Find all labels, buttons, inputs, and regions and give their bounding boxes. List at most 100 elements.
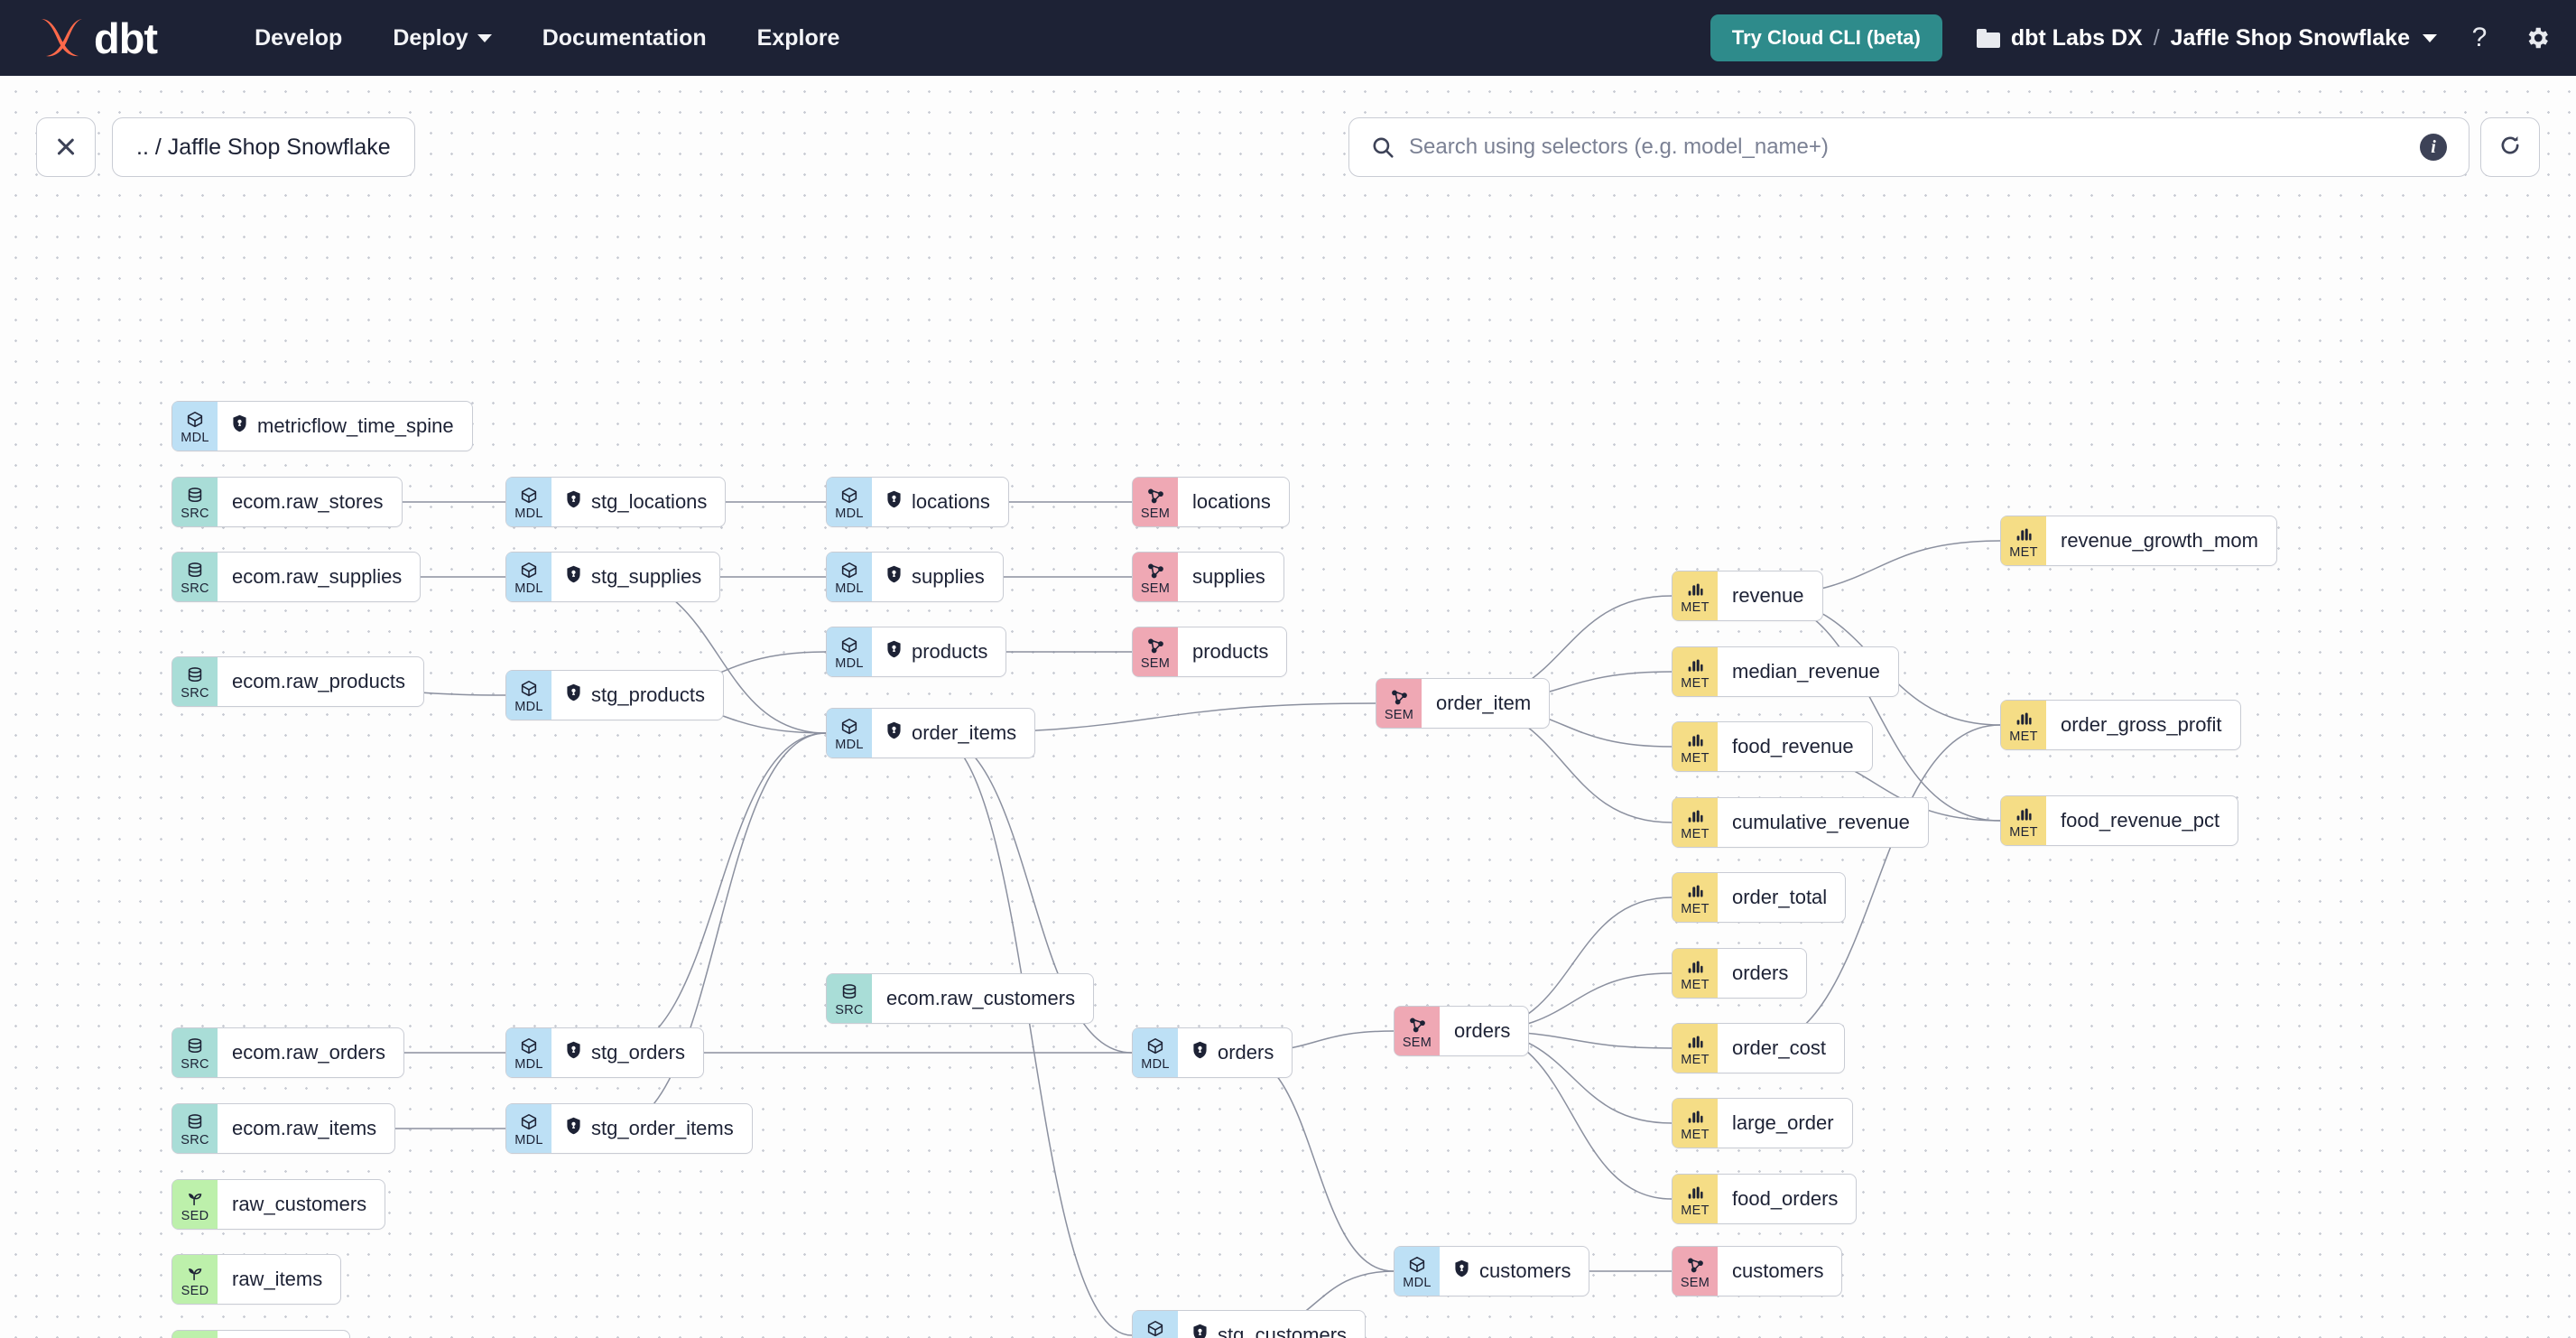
search-bar[interactable]: i xyxy=(1348,117,2469,177)
node-body: orders xyxy=(1718,949,1806,998)
semantic-model-icon xyxy=(1144,485,1167,506)
node-label: order_items xyxy=(912,721,1017,744)
node-type-badge-met: MET xyxy=(1673,1024,1718,1073)
node-body: large_order xyxy=(1718,1099,1852,1148)
graph-node-sem_orders[interactable]: SEM orders xyxy=(1394,1006,1530,1056)
semantic-model-icon xyxy=(1144,635,1167,656)
node-type-badge-mdl: MDL xyxy=(506,1028,551,1077)
gear-icon[interactable] xyxy=(2522,23,2553,53)
breadcrumb[interactable]: .. / Jaffle Shop Snowflake xyxy=(112,117,415,177)
model-icon xyxy=(1405,1254,1429,1276)
chevron-down-icon xyxy=(477,33,492,42)
node-body: revenue xyxy=(1718,571,1822,620)
refresh-button[interactable] xyxy=(2480,117,2540,177)
node-body: ecom.raw_orders xyxy=(218,1028,403,1077)
node-body: metricflow_time_spine xyxy=(218,402,472,451)
metric-icon xyxy=(1683,729,1707,751)
node-label: orders xyxy=(1732,962,1789,984)
node-type-badge-sem: SEM xyxy=(1673,1247,1718,1296)
node-body: cumulative_revenue xyxy=(1718,798,1928,847)
model-icon xyxy=(1144,1036,1167,1057)
node-type-badge-mdl: MDL xyxy=(506,671,551,720)
node-type-badge-mdl: MDL xyxy=(1133,1311,1178,1338)
node-type-badge-met: MET xyxy=(1673,873,1718,922)
node-type-label: SEM xyxy=(1680,1276,1710,1291)
search-input[interactable] xyxy=(1409,135,2420,160)
node-type-badge-sem: SEM xyxy=(1395,1007,1440,1055)
node-type-label: MET xyxy=(1681,1128,1710,1143)
contract-shield-icon xyxy=(566,490,581,514)
node-label: cumulative_revenue xyxy=(1732,811,1910,833)
chevron-down-icon[interactable] xyxy=(2423,33,2437,42)
account-name[interactable]: dbt Labs DX xyxy=(2010,24,2143,51)
contract-shield-icon xyxy=(232,414,247,438)
node-label: orders xyxy=(1454,1019,1511,1042)
node-type-label: MET xyxy=(1681,827,1710,842)
node-type-label: SEM xyxy=(1384,708,1414,723)
model-icon xyxy=(838,485,861,506)
edge-stg_orders-to-mdl_order_items xyxy=(609,732,827,1054)
nav-item-explore[interactable]: Explore xyxy=(732,16,866,60)
semantic-model-icon xyxy=(1387,686,1411,708)
source-icon xyxy=(183,485,207,506)
project-name[interactable]: Jaffle Shop Snowflake xyxy=(2170,24,2410,51)
contract-shield-icon xyxy=(1192,1041,1208,1064)
node-label: revenue_growth_mom xyxy=(2061,529,2258,552)
nav-item-develop[interactable]: Develop xyxy=(229,16,367,60)
lineage-canvas[interactable]: .. / Jaffle Shop Snowflake i MDLmetricfl… xyxy=(0,76,2576,1338)
close-button[interactable] xyxy=(36,117,96,177)
dbt-logo[interactable]: dbt xyxy=(34,15,158,60)
nav-item-documentation[interactable]: Documentation xyxy=(517,16,732,60)
graph-node-met_large_order[interactable]: MET large_order xyxy=(1672,1098,1853,1148)
help-icon[interactable]: ? xyxy=(2471,23,2488,52)
try-cloud-cli-button[interactable]: Try Cloud CLI (beta) xyxy=(1710,14,1942,61)
node-body: stg_orders xyxy=(551,1028,703,1077)
nav-item-deploy[interactable]: Deploy xyxy=(367,16,516,60)
info-icon[interactable]: i xyxy=(2420,134,2447,161)
node-type-label: SEM xyxy=(1140,656,1171,672)
model-icon xyxy=(517,1036,541,1057)
graph-node-met_cumulative_revenue[interactable]: MET cumulative_revenue xyxy=(1672,797,1929,848)
model-icon xyxy=(838,716,861,738)
node-label: ecom.raw_orders xyxy=(232,1041,385,1064)
node-label: raw_items xyxy=(232,1268,323,1290)
